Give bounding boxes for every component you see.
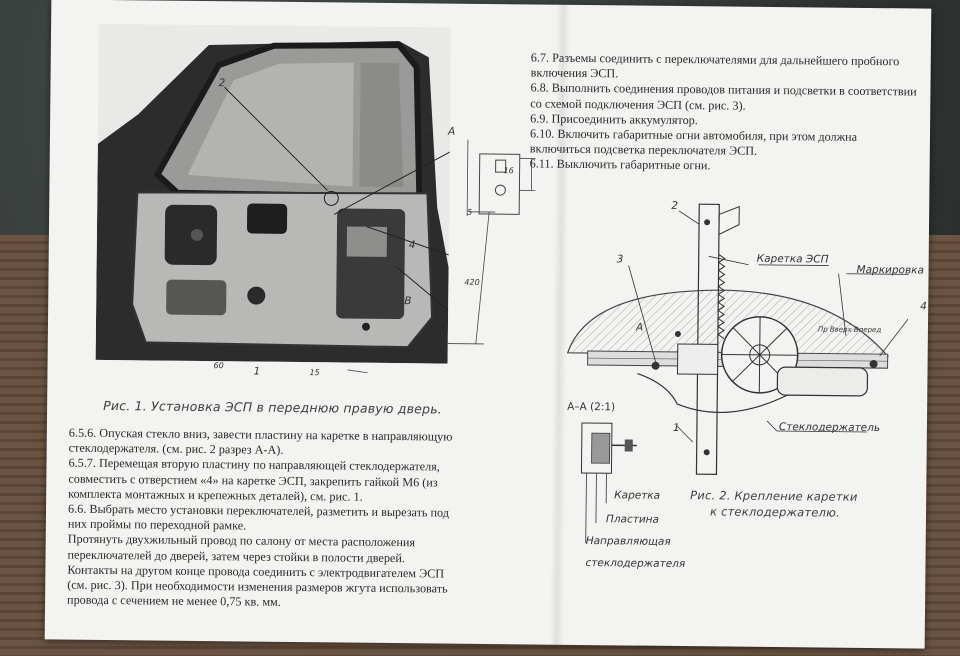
fig1-label-a1: A: [421, 123, 430, 136]
fig1-dim-16: 16: [503, 166, 514, 176]
fig2-label-karetka: Каретка: [614, 489, 661, 502]
door-photo: 2: [95, 23, 452, 364]
fig1-label-4: 4: [408, 239, 416, 252]
fig1-label-1: 1: [253, 365, 261, 378]
fig1-label-a2: A: [447, 125, 456, 138]
fig2-label-1: 1: [672, 421, 680, 435]
left-text-block: 6.5.6. Опуская стекло вниз, завести плас…: [67, 426, 452, 612]
fig1-caption: Рис. 1. Установка ЭСП в переднюю правую …: [103, 397, 443, 417]
door-illustration: [95, 23, 452, 364]
fig2-label-a: А: [635, 321, 644, 334]
fig2-label-napr2: стеклодержателя: [585, 557, 686, 571]
fig1-dimensions: [347, 139, 536, 374]
fig2-label-mark-text: Пр Вверх Вперед: [817, 325, 882, 335]
fig1-dim-15: 15: [309, 368, 320, 378]
fig2-label-section: А–А (2:1): [567, 400, 616, 414]
fig2-label-markirovka: Маркировка: [856, 263, 925, 277]
fig1-dim-60: 60: [213, 361, 224, 371]
fig2-caption-line2: к стеклодержателю.: [709, 504, 840, 520]
right-line: 6.11. Выключить габаритные огни.: [529, 156, 711, 173]
fig1-label-b: B: [404, 295, 412, 308]
fig2-label-2: 2: [671, 199, 678, 212]
fig2-label-3: 3: [616, 253, 624, 266]
fig2-label-4: 4: [920, 300, 927, 313]
fig2-diagram: [566, 203, 910, 544]
instruction-sheet: 2 A A 16 5 420 4 B 1 60 15 Рис. 1. Устан…: [44, 0, 932, 649]
fig2-label-steklo: Стеклодержатель: [778, 421, 881, 435]
fig2-label-karetka-esp: Каретка ЭСП: [756, 252, 829, 266]
fig2-label-napr1: Направляющая: [585, 535, 671, 548]
fig1-dim-5: 5: [467, 207, 473, 217]
fig1-dim-420: 420: [464, 277, 480, 287]
fig2-label-plastina: Пластина: [605, 513, 660, 526]
fig1-label-2: 2: [218, 77, 226, 90]
fig2-caption-line1: Рис. 2. Крепление каретки: [690, 488, 858, 504]
right-text-block: 6.7. Разъемы соединить с переключателями…: [530, 50, 918, 176]
